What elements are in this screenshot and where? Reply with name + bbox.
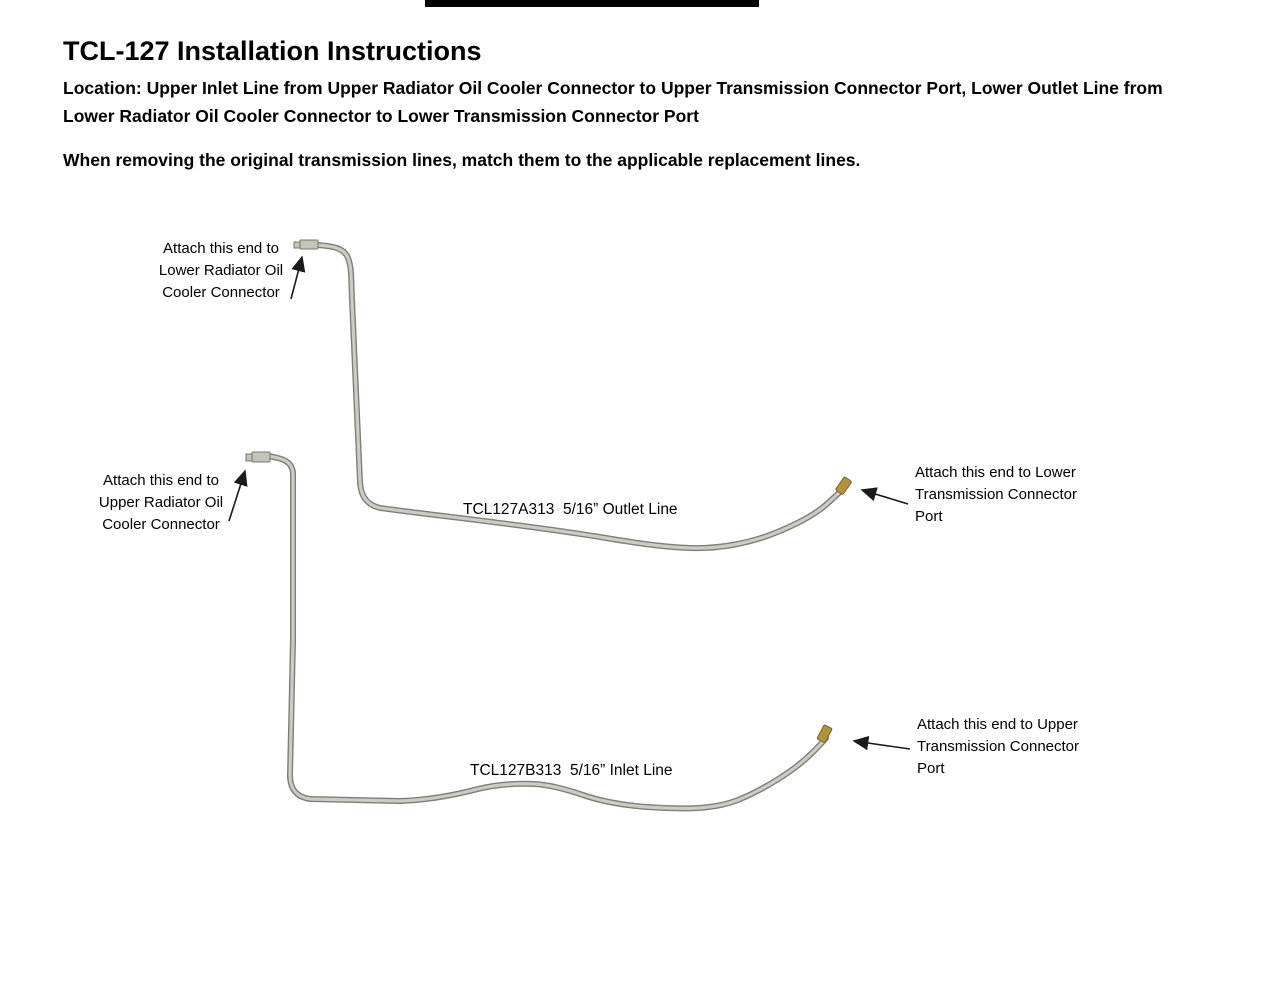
upper-transmission-fitting	[816, 724, 833, 743]
callout-lower-radiator: Attach this end to Lower Radiator Oil Co…	[158, 240, 284, 301]
location-heading: Location: Upper Inlet Line from Upper Ra…	[63, 78, 1163, 126]
inlet-line-tube	[265, 453, 829, 812]
upper-radiator-fitting	[245, 451, 271, 463]
arrow-lower-radiator	[290, 255, 306, 300]
removal-note: When removing the original transmission …	[63, 150, 861, 170]
outlet-line-tube	[314, 242, 843, 552]
inlet-line-label: TCL127B313 5/16” Inlet Line	[470, 762, 673, 779]
top-crop-bar	[425, 0, 759, 7]
callout-upper-transmission: Attach this end to Upper Transmission Co…	[917, 716, 1080, 777]
page-title: TCL-127 Installation Instructions	[63, 36, 482, 66]
callout-upper-radiator: Attach this end to Upper Radiator Oil Co…	[98, 472, 224, 533]
arrow-upper-transmission	[852, 735, 911, 751]
lower-transmission-fitting	[835, 476, 852, 495]
lower-radiator-fitting	[293, 239, 319, 250]
arrow-lower-transmission	[860, 487, 909, 505]
outlet-line-label: TCL127A313 5/16” Outlet Line	[463, 501, 678, 518]
arrow-upper-radiator	[228, 469, 248, 522]
callout-lower-transmission: Attach this end to Lower Transmission Co…	[915, 464, 1078, 525]
